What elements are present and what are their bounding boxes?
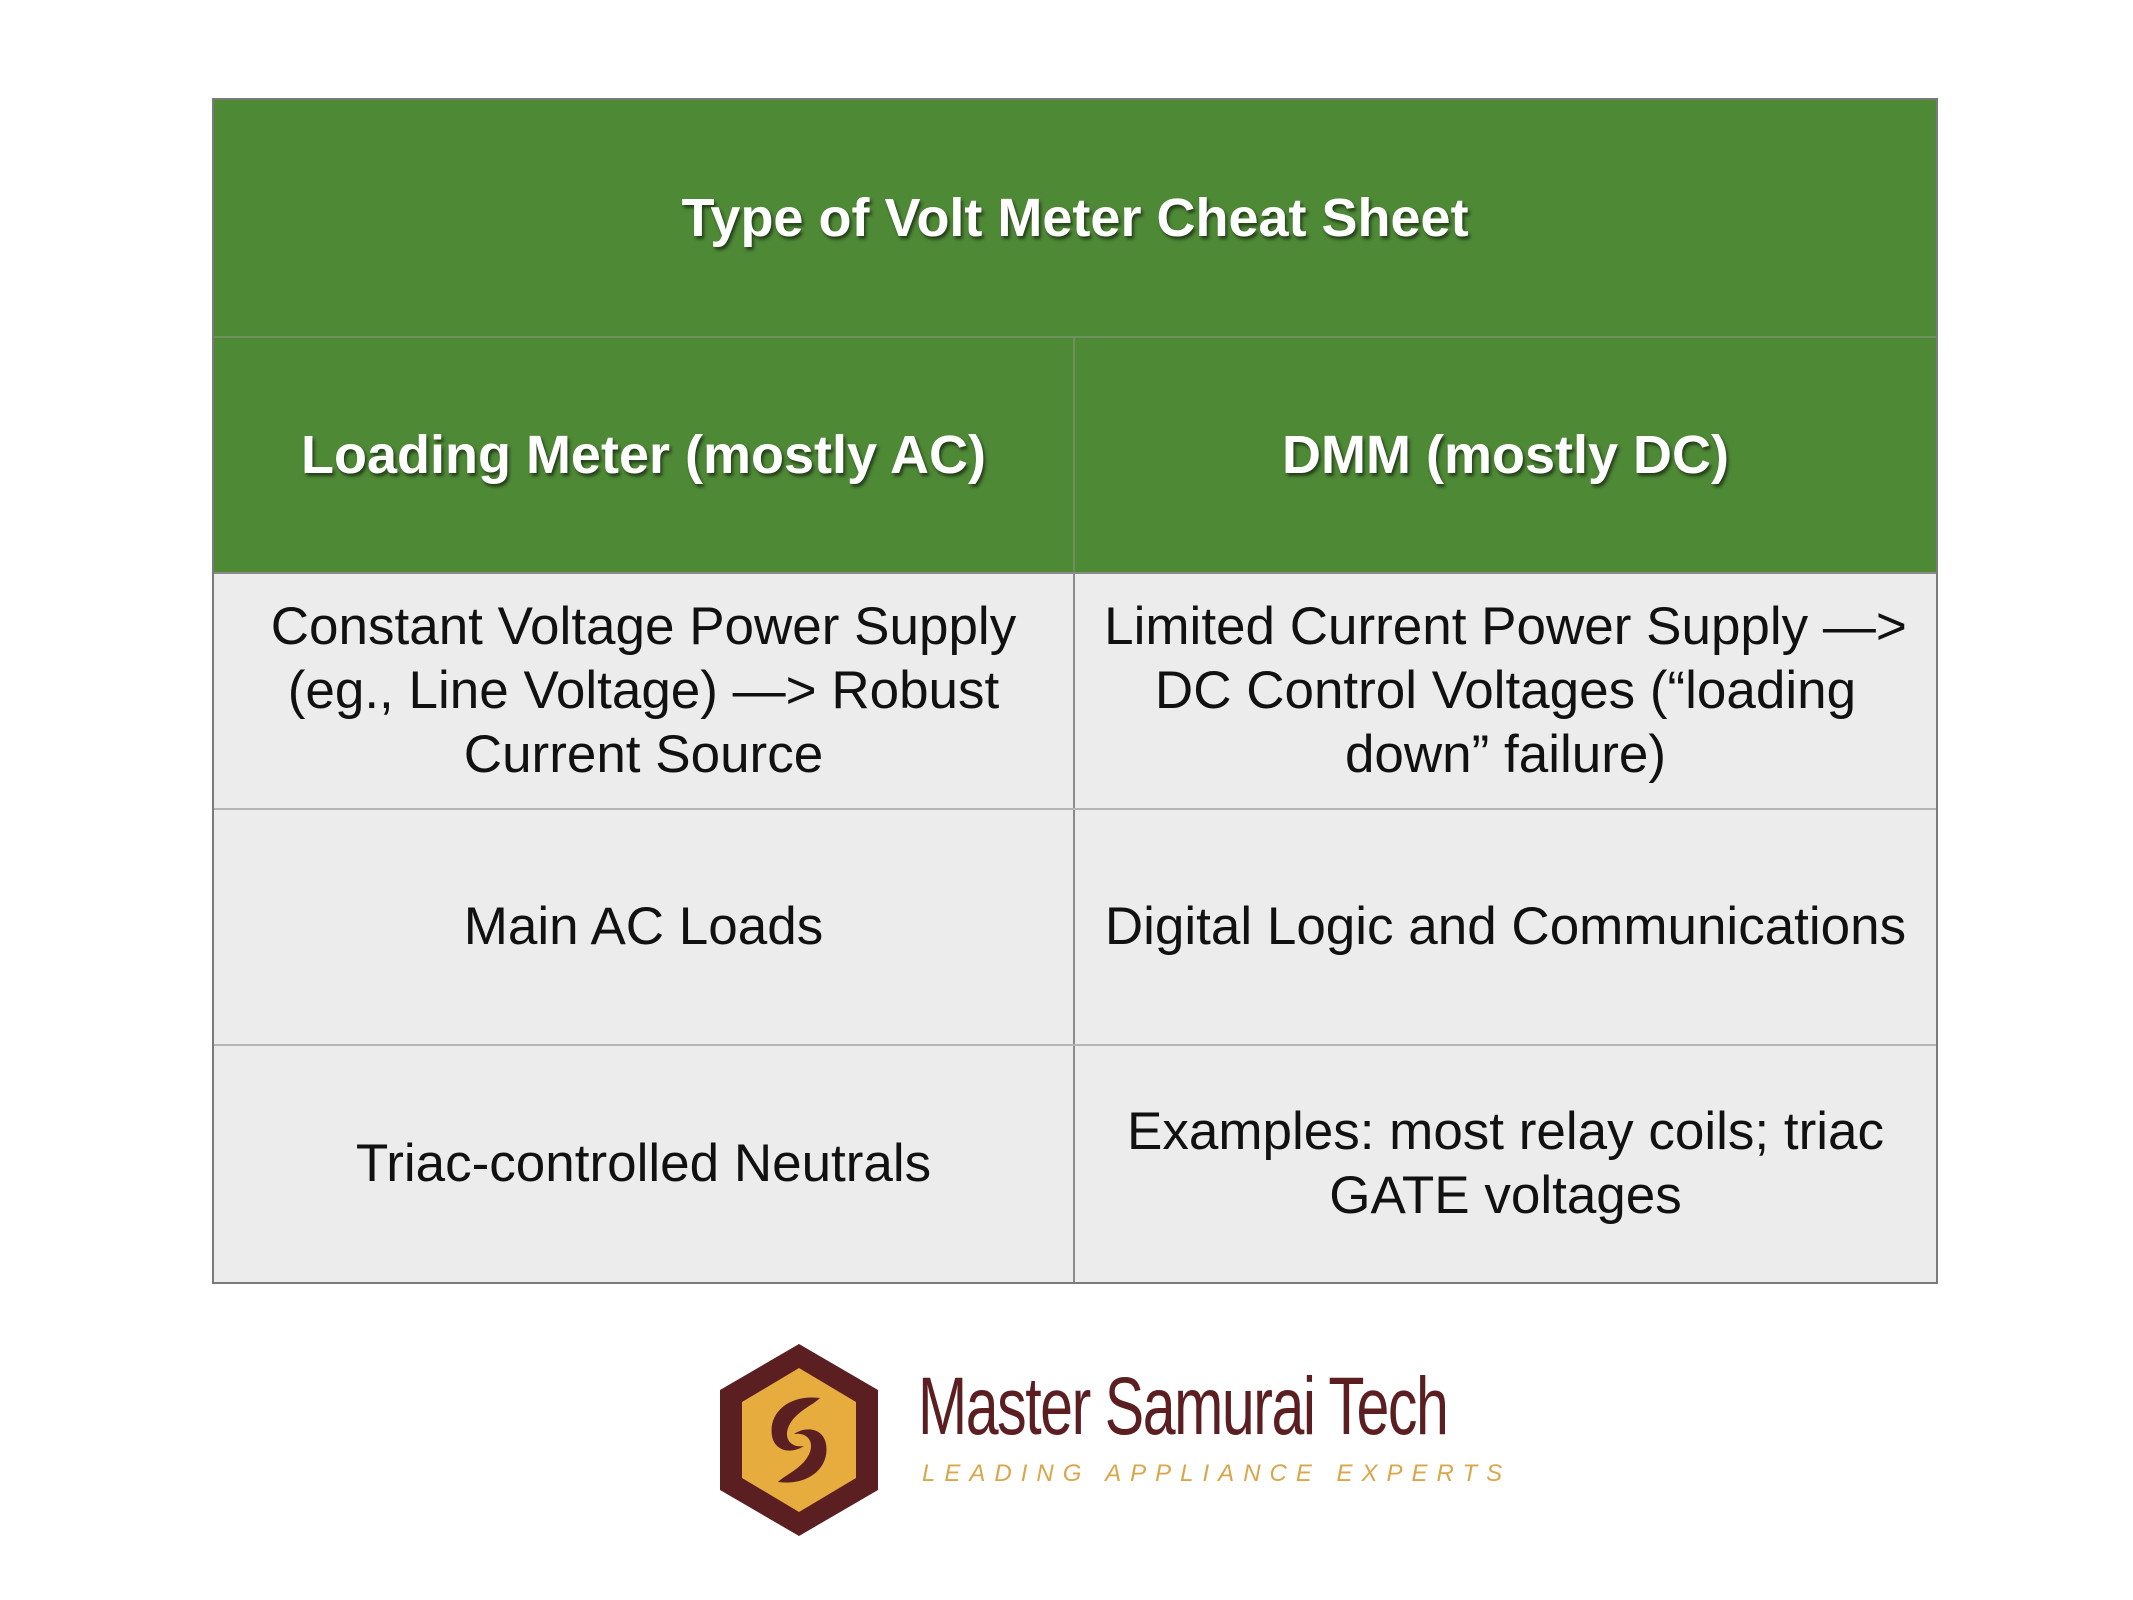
- column-header-dmm: DMM (mostly DC): [1075, 338, 1936, 572]
- brand-tagline: LEADING APPLIANCE EXPERTS: [922, 1460, 1512, 1487]
- table-header-row: Loading Meter (mostly AC) DMM (mostly DC…: [214, 338, 1936, 574]
- table-cell: Triac-controlled Neutrals: [214, 1046, 1075, 1282]
- column-header-label: Loading Meter (mostly AC): [300, 425, 987, 485]
- cell-text: Limited Current Power Supply —> DC Contr…: [1104, 597, 1907, 784]
- cell-text: Examples: most relay coils; triac GATE v…: [1127, 1102, 1884, 1225]
- cheat-sheet-table: Type of Volt Meter Cheat Sheet Loading M…: [212, 98, 1938, 1284]
- cell-text: Digital Logic and Communications: [1104, 897, 1907, 956]
- brand-logo: Master Samurai Tech LEADING APPLIANCE EX…: [716, 1342, 1502, 1542]
- cell-text: Constant Voltage Power Supply (eg., Line…: [270, 597, 1017, 784]
- cell-text: Main AC Loads: [463, 897, 824, 956]
- table-row: Constant Voltage Power Supply (eg., Line…: [214, 574, 1936, 810]
- table-cell: Digital Logic and Communications: [1075, 810, 1936, 1044]
- table-title-row: Type of Volt Meter Cheat Sheet: [214, 100, 1936, 338]
- column-header-loading-meter: Loading Meter (mostly AC): [214, 338, 1075, 572]
- table-cell: Limited Current Power Supply —> DC Contr…: [1075, 574, 1936, 808]
- table-cell: Main AC Loads: [214, 810, 1075, 1044]
- table-row: Main AC Loads Digital Logic and Communic…: [214, 810, 1936, 1046]
- samurai-hexagon-logo-icon: [720, 1344, 878, 1536]
- brand-name: Master Samurai Tech: [918, 1361, 1449, 1452]
- table-cell: Constant Voltage Power Supply (eg., Line…: [214, 574, 1075, 808]
- table-row: Triac-controlled Neutrals Examples: most…: [214, 1046, 1936, 1282]
- table-title: Type of Volt Meter Cheat Sheet: [681, 188, 1469, 248]
- cell-text: Triac-controlled Neutrals: [355, 1134, 932, 1193]
- column-header-label: DMM (mostly DC): [1282, 425, 1729, 485]
- table-cell: Examples: most relay coils; triac GATE v…: [1075, 1046, 1936, 1282]
